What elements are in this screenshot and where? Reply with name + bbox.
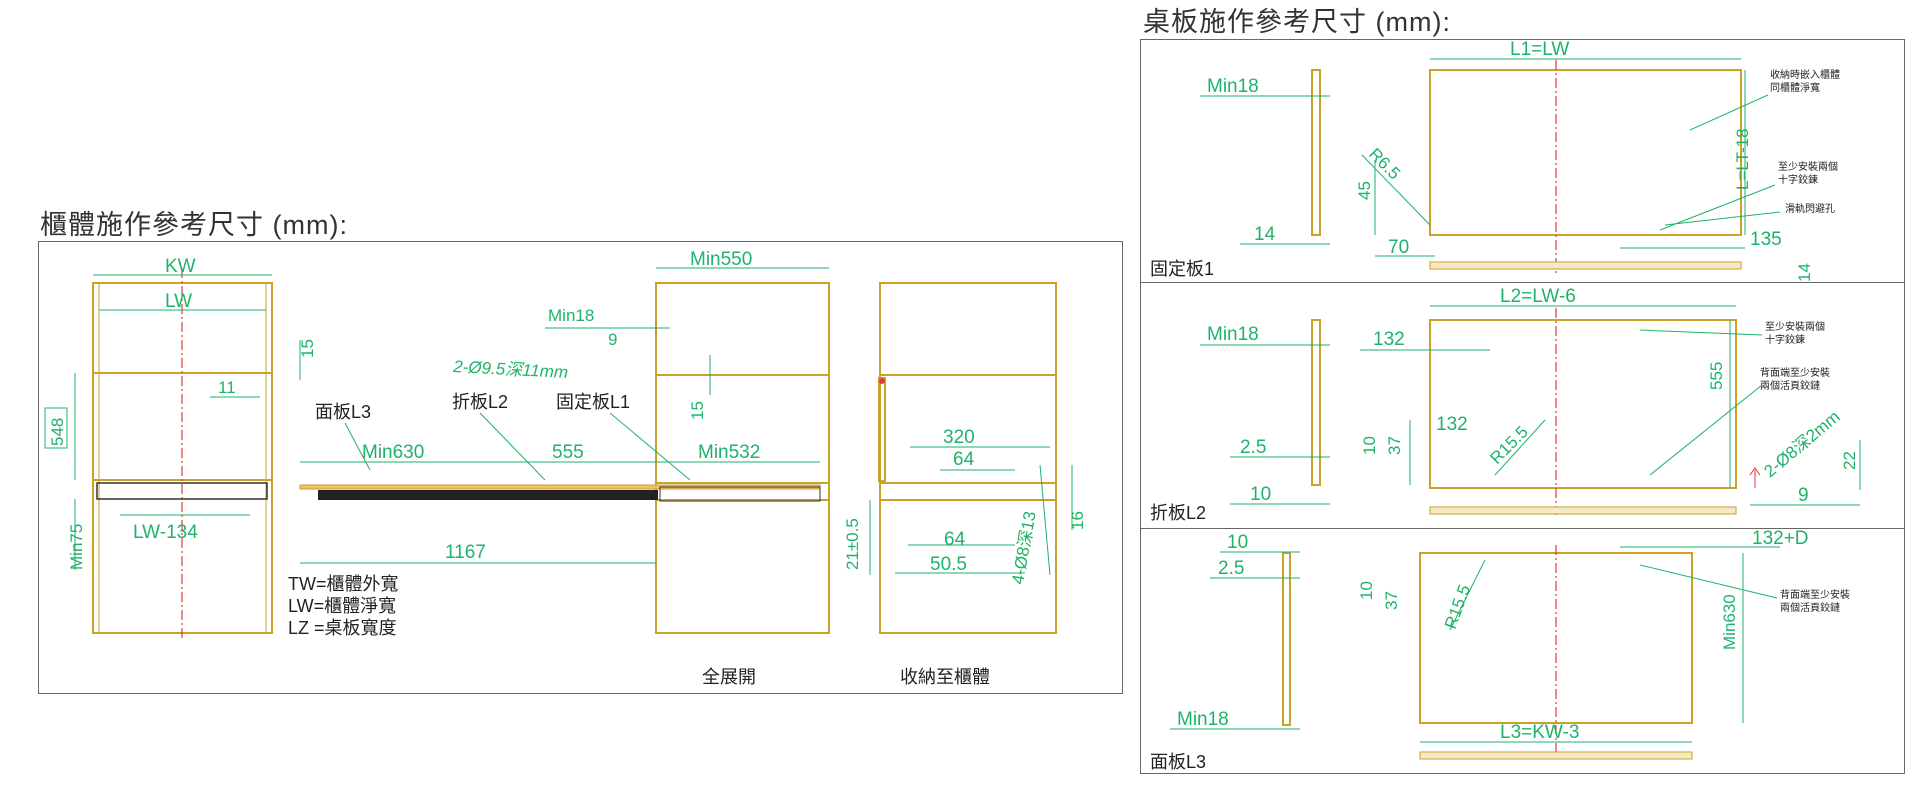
dim-16: 16 [1068, 511, 1087, 530]
p3-10: 10 [1227, 532, 1248, 553]
dim-lw134: LW-134 [133, 522, 198, 543]
cabinet-drawing-frame [38, 241, 1123, 694]
p1-45: 45 [1355, 181, 1374, 200]
p1-l1: L1=LW [1510, 39, 1569, 60]
p1-min18: Min18 [1207, 76, 1259, 97]
p1-note1a: 收納時嵌入櫃體 [1770, 68, 1840, 81]
dim-505: 50.5 [930, 554, 967, 575]
dim-320: 320 [943, 427, 975, 448]
dim-min550: Min550 [690, 249, 752, 270]
p2-note1a: 至少安裝兩個 [1765, 320, 1825, 333]
p2-note1b: 十字鉸鍊 [1765, 333, 1805, 346]
p2-note2b: 兩個活頁鉸鏈 [1760, 379, 1820, 392]
p1-note3: 滑軌閃避孔 [1785, 202, 1835, 215]
p2-25: 2.5 [1240, 437, 1266, 458]
label-full-open: 全展開 [702, 667, 756, 687]
p1-14a: 14 [1254, 224, 1276, 245]
p3-min630: Min630 [1720, 594, 1739, 650]
dim-64a: 64 [953, 449, 975, 470]
p3-37: 37 [1382, 591, 1401, 610]
p2-note2a: 背面端至少安裝 [1760, 366, 1830, 379]
dim-548: 548 [48, 418, 67, 446]
p2-10a: 10 [1250, 484, 1271, 505]
label-panel-l3: 面板L3 [315, 402, 371, 422]
p2-132a: 132 [1373, 329, 1405, 350]
dim-21: 21±0.5 [843, 518, 862, 570]
p2-10b: 10 [1360, 436, 1379, 455]
dim-min630: Min630 [362, 442, 424, 463]
p2-l2: L2=LW-6 [1500, 286, 1576, 307]
dim-15a: 15 [298, 339, 317, 358]
p2-132b: 132 [1436, 414, 1468, 435]
label-stored: 收納至櫃體 [900, 667, 990, 687]
fold-board-2 [1429, 319, 1737, 489]
p3-l3: L3=KW-3 [1500, 722, 1579, 743]
dim-min75: Min75 [67, 524, 86, 570]
p3-min18: Min18 [1177, 709, 1229, 730]
p2-9: 9 [1798, 485, 1809, 506]
p2-37: 37 [1385, 436, 1404, 455]
dim-1167: 1167 [445, 542, 486, 563]
p2-min18: Min18 [1207, 324, 1259, 345]
label-fold-l2: 折板L2 [452, 392, 508, 412]
label-fixed-l1: 固定板L1 [556, 392, 630, 412]
cabinet-heading: 櫃體施作參考尺寸 (mm): [40, 210, 348, 240]
p1-note2a: 至少安裝兩個 [1778, 160, 1838, 173]
legend-lw: LW=櫃體淨寬 [288, 596, 396, 616]
p3-label: 面板L3 [1150, 752, 1206, 772]
panel3-frame [1140, 528, 1905, 774]
p1-llt: L=LT-18 [1733, 128, 1752, 190]
dim-min532: Min532 [698, 442, 760, 463]
p3-10b: 10 [1357, 581, 1376, 600]
dim-min18: Min18 [548, 306, 594, 325]
p2-label: 折板L2 [1150, 503, 1206, 523]
p1-70: 70 [1388, 237, 1409, 258]
dim-9: 9 [608, 330, 617, 349]
dim-555: 555 [552, 442, 584, 463]
p3-132d: 132+D [1752, 528, 1809, 549]
legend-tw: TW=櫃體外寬 [288, 574, 399, 594]
fixed-board-1 [1429, 69, 1742, 236]
tabletop-heading: 桌板施作參考尺寸 (mm): [1143, 7, 1451, 37]
p1-135: 135 [1750, 229, 1782, 250]
p2-holes: 2-Ø8深2mm [1760, 407, 1843, 481]
dim-64b: 64 [944, 529, 966, 550]
legend-lz: LZ =桌板寬度 [288, 618, 397, 638]
p3-note1b: 兩個活頁鉸鏈 [1780, 601, 1840, 614]
dim-15b: 15 [688, 401, 707, 420]
dim-11: 11 [218, 378, 236, 397]
p2-r155: R15.5 [1486, 422, 1532, 468]
p1-14b: 14 [1795, 263, 1814, 282]
p3-note1a: 背面端至少安裝 [1780, 588, 1850, 601]
p1-note2b: 十字鉸鍊 [1778, 173, 1818, 186]
p2-22: 22 [1840, 451, 1859, 470]
dim-lw: LW [165, 291, 192, 312]
p1-note1b: 同櫃體淨寬 [1770, 81, 1820, 94]
full-open-cabinet [655, 282, 830, 634]
p1-label: 固定板1 [1150, 259, 1214, 279]
dim-kw: KW [165, 256, 196, 277]
p2-555: 555 [1707, 362, 1726, 390]
p3-r155: R15.5 [1441, 582, 1474, 631]
p3-25: 2.5 [1218, 558, 1244, 579]
